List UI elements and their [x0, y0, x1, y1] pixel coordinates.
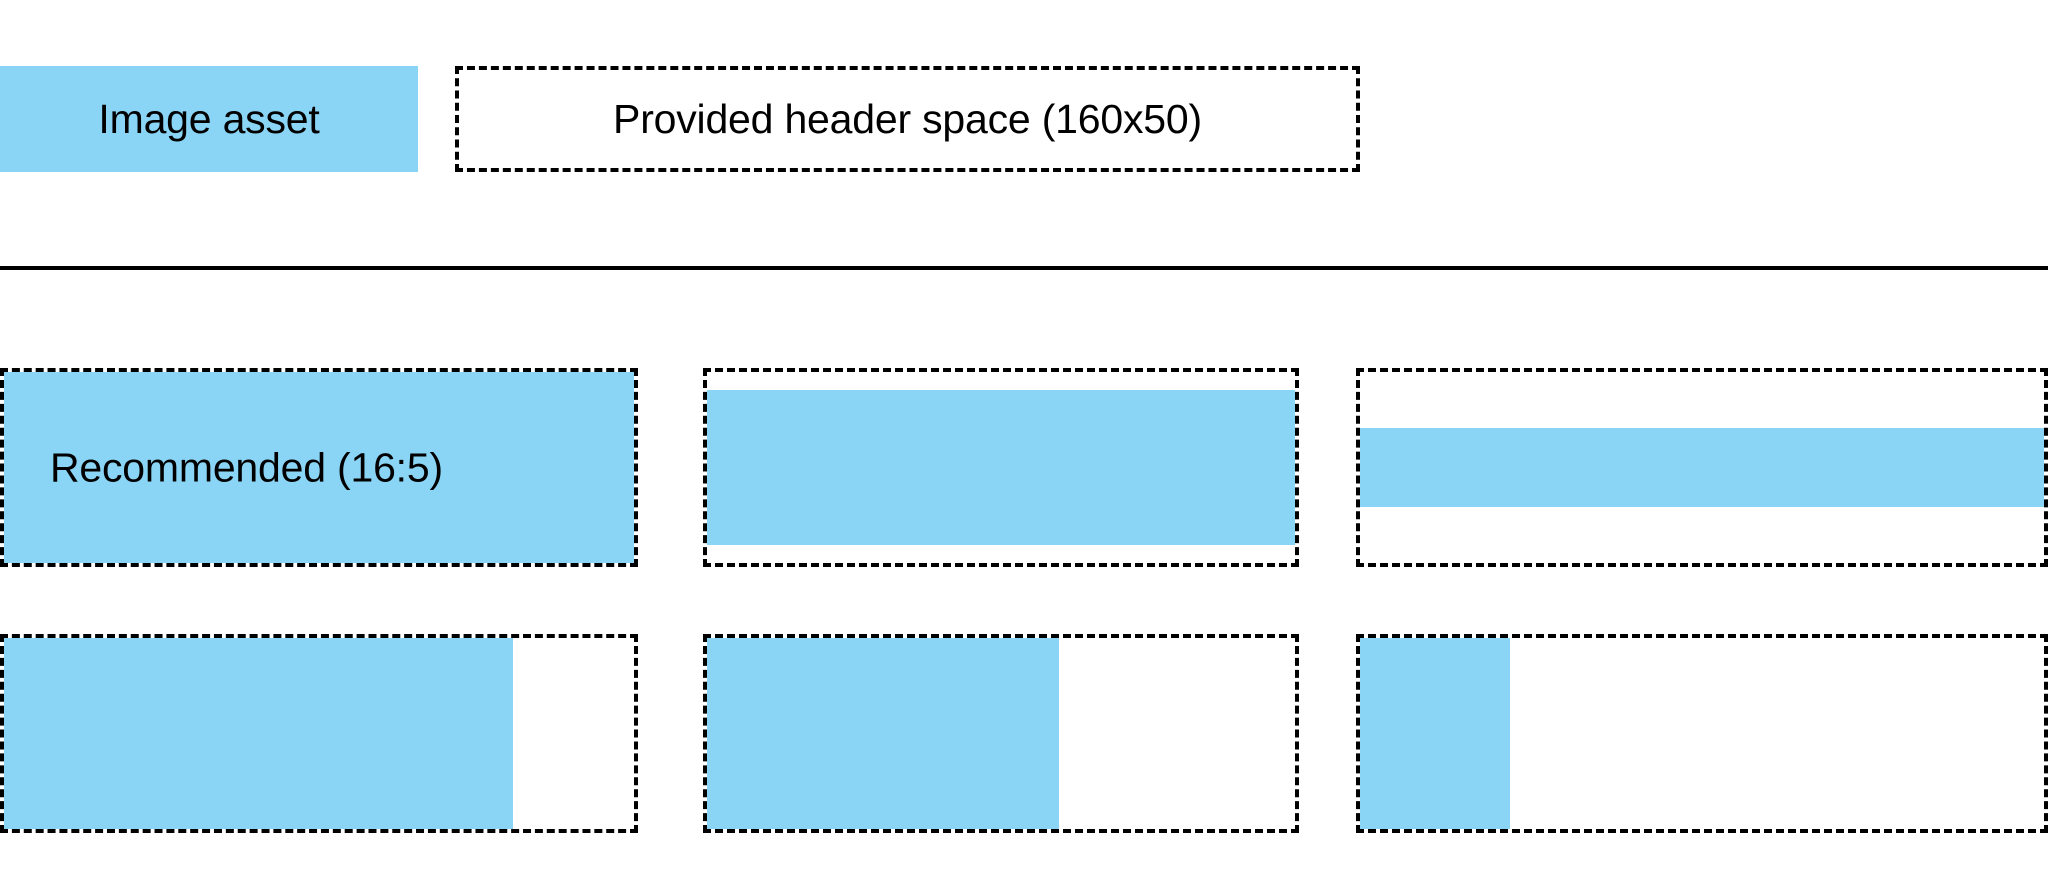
example-cell-narrowest: [1356, 634, 2048, 833]
legend-provided-space-outline: Provided header space (160x50): [455, 66, 1360, 172]
example-cell-slightly-narrower: [0, 634, 638, 833]
example-grid: Recommended (16:5): [0, 368, 2048, 833]
legend-provided-space-label: Provided header space (160x50): [613, 95, 1202, 142]
image-asset-fill: [4, 638, 513, 829]
image-asset-fill: [1360, 638, 1510, 829]
image-asset-fill: [707, 390, 1295, 545]
image-asset-fill: [1360, 428, 2044, 507]
example-cell-slightly-shorter: [703, 368, 1299, 567]
image-asset-fill: [707, 638, 1059, 829]
example-cell-much-shorter: [1356, 368, 2048, 567]
image-asset-fill: [4, 372, 634, 563]
example-cell-narrower: [703, 634, 1299, 833]
legend-image-asset-label: Image asset: [98, 95, 320, 142]
section-divider: [0, 266, 2048, 270]
legend-image-asset-swatch: Image asset: [0, 66, 418, 172]
legend-row: Image asset Provided header space (160x5…: [0, 66, 1400, 172]
example-cell-recommended: Recommended (16:5): [0, 368, 638, 567]
example-cell-recommended-label: Recommended (16:5): [50, 444, 443, 490]
